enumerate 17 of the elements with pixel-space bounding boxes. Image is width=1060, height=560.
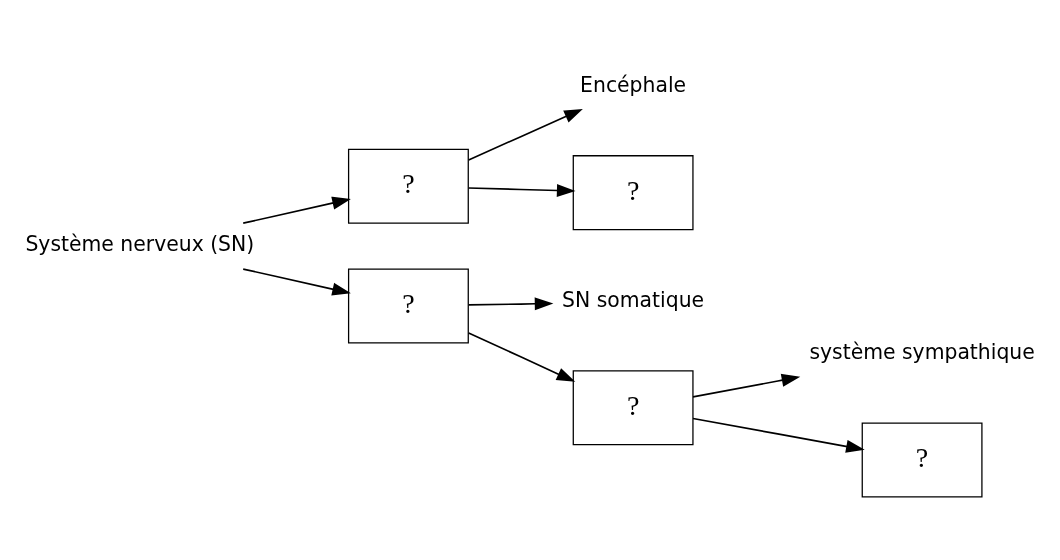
arrow bbox=[692, 417, 865, 453]
node-text: SN somatique bbox=[562, 287, 705, 312]
arrow bbox=[467, 331, 576, 382]
node-text: système sympathique bbox=[809, 339, 1035, 364]
arrow bbox=[467, 183, 576, 197]
node-box: ? bbox=[347, 148, 469, 224]
arrow bbox=[692, 373, 801, 398]
node-box: ? bbox=[347, 267, 469, 343]
arrow bbox=[242, 267, 351, 296]
node-box: ? bbox=[572, 369, 694, 445]
arrow bbox=[467, 108, 583, 161]
arrow bbox=[242, 196, 351, 224]
node-box: ? bbox=[572, 154, 694, 230]
node-box: ? bbox=[861, 421, 983, 498]
node-text: Encéphale bbox=[580, 72, 687, 97]
arrow bbox=[467, 296, 554, 310]
node-text: Système nerveux (SN) bbox=[25, 231, 255, 256]
